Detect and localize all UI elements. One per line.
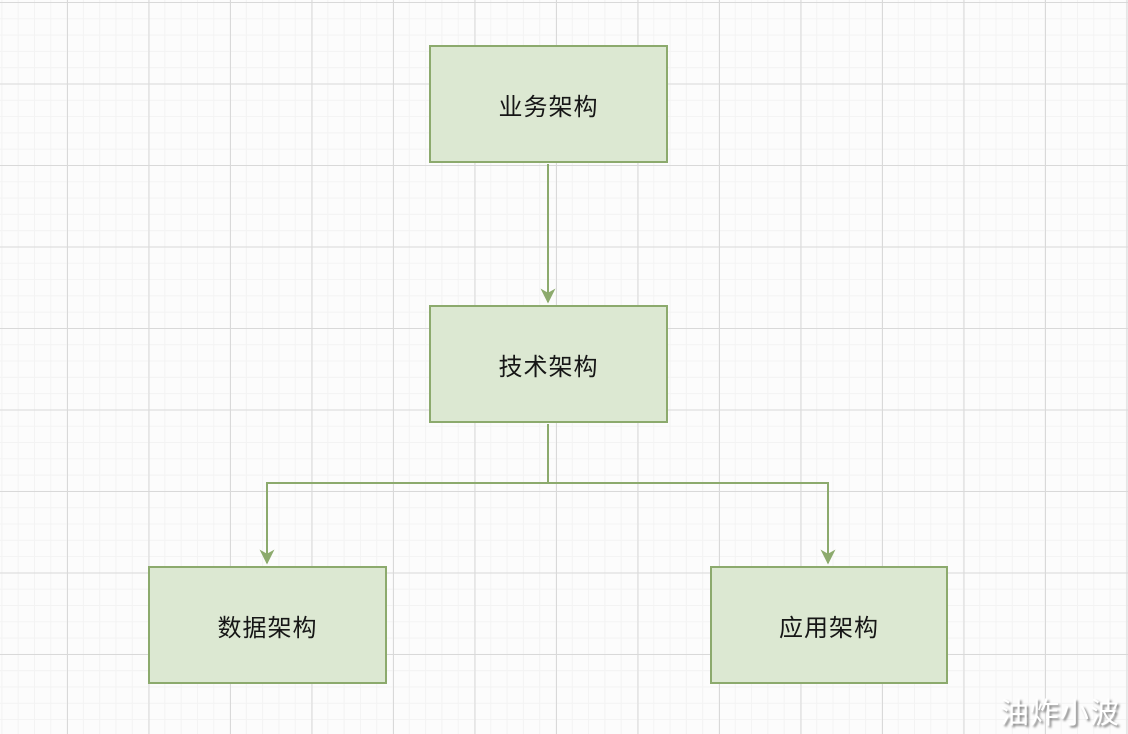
watermark: 油炸小波 <box>999 698 1120 730</box>
node-data-architecture[interactable]: 数据架构 <box>148 566 387 684</box>
edge-technical-to-application <box>547 424 836 565</box>
node-technical-architecture[interactable]: 技术架构 <box>429 305 668 423</box>
node-technical-architecture-label: 技术架构 <box>498 353 599 381</box>
node-business-architecture-label: 业务架构 <box>498 93 599 121</box>
node-business-architecture[interactable]: 业务架构 <box>429 45 668 163</box>
node-application-architecture[interactable]: 应用架构 <box>710 566 948 684</box>
node-data-architecture-label: 数据架构 <box>217 614 318 642</box>
node-application-architecture-label: 应用架构 <box>779 614 879 642</box>
edge-technical-to-data <box>259 424 549 565</box>
